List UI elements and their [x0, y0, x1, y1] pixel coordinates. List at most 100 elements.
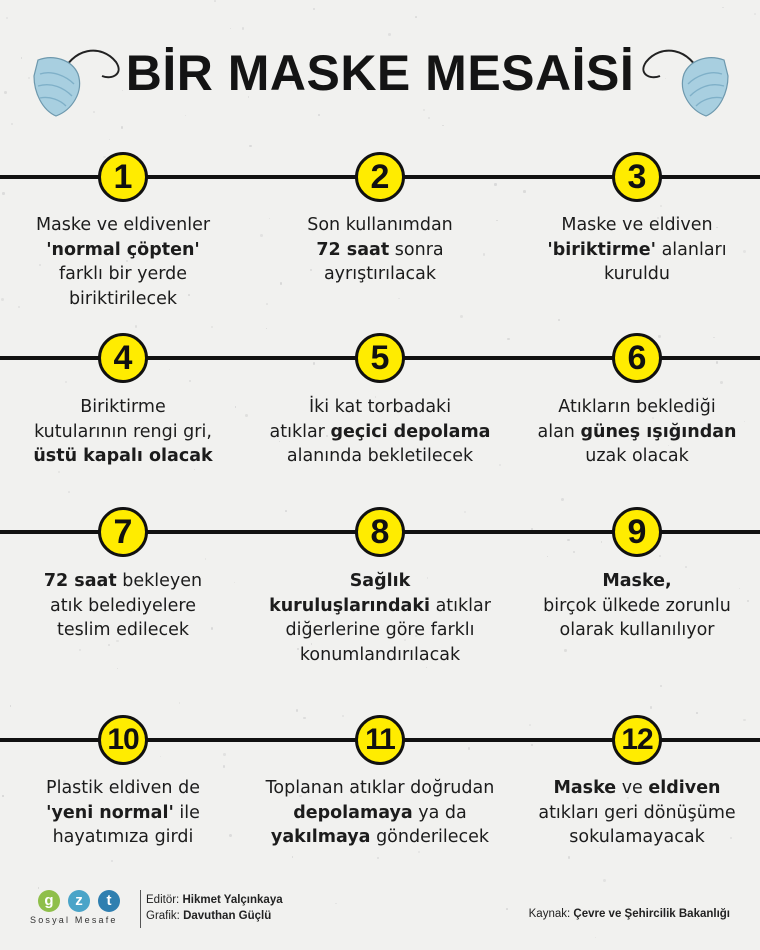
speck	[247, 96, 249, 98]
plain-text: sokulamayacak	[569, 827, 705, 847]
speck	[39, 264, 42, 267]
speck	[116, 668, 118, 670]
speck	[311, 81, 314, 84]
speck	[65, 381, 68, 384]
speck	[674, 216, 678, 220]
step-number-badge: 6	[612, 333, 662, 383]
plain-text: olarak kullanılıyor	[559, 620, 715, 640]
speck	[20, 57, 23, 59]
graphic-name: Davuthan Güçlü	[183, 910, 272, 922]
speck	[2, 795, 4, 797]
speck	[241, 27, 244, 30]
step-description: Maske ve eldivenler'normal çöpten'farklı…	[5, 213, 241, 311]
speck	[335, 903, 337, 905]
speck	[652, 416, 655, 419]
emphasis-text: güneş ışığından	[580, 421, 737, 442]
speck	[268, 217, 270, 219]
speck	[417, 850, 420, 853]
speck	[335, 833, 338, 836]
editor-name: Hikmet Yalçınkaya	[182, 894, 283, 906]
emphasis-text: Sağlık	[349, 571, 411, 591]
speck	[278, 441, 280, 443]
speck	[428, 117, 431, 120]
speck	[649, 706, 653, 710]
speck	[665, 78, 667, 80]
emphasis-text: üstü kapalı olacak	[33, 446, 213, 466]
plain-text: Biriktirme	[80, 397, 166, 417]
speck	[37, 887, 40, 889]
plain-text: alanında bekletilecek	[286, 446, 474, 466]
step-number-badge: 10	[98, 715, 148, 765]
speck	[193, 469, 195, 471]
speck	[134, 325, 138, 328]
logo-letter: z	[68, 890, 90, 912]
speck	[249, 145, 252, 148]
speck	[564, 648, 567, 652]
speck	[561, 498, 564, 501]
speck	[291, 856, 294, 858]
speck	[498, 464, 502, 467]
emphasis-text: depolamaya	[293, 802, 413, 823]
plain-text: kutularının rengi gri,	[34, 421, 212, 442]
step-number-badge: 3	[612, 152, 662, 202]
speck	[529, 723, 531, 726]
speck	[185, 115, 187, 117]
speck	[716, 226, 718, 229]
speck	[325, 435, 328, 438]
speck	[68, 491, 71, 493]
speck	[567, 538, 570, 542]
speck	[550, 804, 552, 806]
speck	[121, 89, 124, 91]
speck	[463, 510, 467, 514]
speck	[56, 919, 59, 922]
plain-text: konumlandırılacak	[299, 644, 461, 665]
speck	[189, 229, 191, 231]
speck	[169, 425, 171, 427]
speck	[204, 558, 207, 561]
speck	[245, 414, 249, 418]
speck	[342, 715, 344, 717]
speck	[475, 86, 478, 89]
speck	[299, 794, 302, 797]
speck	[160, 755, 162, 758]
speck	[398, 297, 400, 299]
speck	[371, 217, 374, 220]
emphasis-text: 'normal çöpten'	[46, 239, 200, 260]
plain-text: Maske ve eldiven	[561, 215, 713, 235]
step-description: Biriktirme kutularının rengi gri, üstü kap…	[5, 395, 241, 469]
plain-text: Atıkların beklediği	[558, 397, 716, 417]
plain-text: ile	[173, 802, 200, 823]
speck	[188, 294, 191, 297]
emphasis-text: kuruluşlarındaki	[269, 595, 430, 616]
speck	[713, 336, 715, 339]
speck	[660, 685, 662, 688]
speck	[743, 718, 746, 722]
speck	[284, 510, 287, 513]
speck	[266, 303, 268, 305]
speck	[425, 667, 427, 669]
speck	[730, 837, 733, 840]
speck	[1, 298, 5, 302]
speck	[5, 17, 9, 20]
speck	[120, 126, 124, 129]
speck	[482, 253, 485, 256]
speck	[567, 856, 570, 859]
speck	[531, 528, 533, 530]
gzt-logo: g z t Sosyal Mesafe	[30, 890, 135, 930]
step-number-badge: 9	[612, 507, 662, 557]
speck	[18, 305, 21, 308]
speck	[685, 566, 687, 568]
speck	[178, 702, 181, 704]
speck	[600, 541, 603, 543]
step-number-badge: 2	[355, 152, 405, 202]
plain-text: atıklar	[430, 595, 491, 616]
speck	[312, 362, 316, 366]
step-number-badge: 11	[355, 715, 405, 765]
step-number-badge: 5	[355, 333, 405, 383]
plain-text: atıklar	[269, 421, 331, 442]
logo-subtitle: Sosyal Mesafe	[30, 915, 118, 925]
speck	[594, 936, 596, 938]
emphasis-text: geçici depolama	[330, 421, 491, 442]
